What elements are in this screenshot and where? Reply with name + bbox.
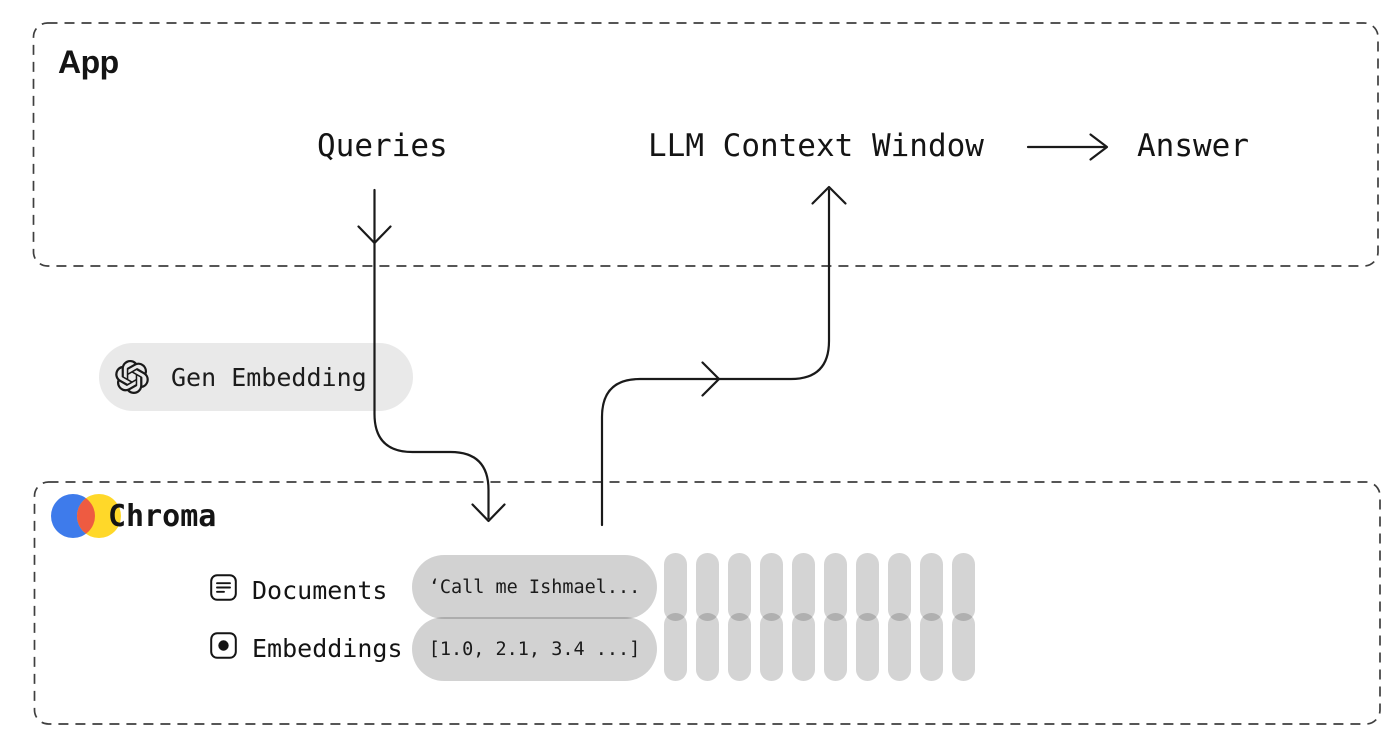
vector-pill xyxy=(696,613,719,681)
queries-arrowhead-mid xyxy=(357,225,392,245)
embeddings-label: Embeddings xyxy=(252,634,403,663)
documents-icon xyxy=(210,574,237,601)
vector-pill-column xyxy=(824,553,847,681)
gen-embedding-label: Gen Embedding xyxy=(171,362,367,392)
documents-value-pill: ‘Call me Ishmael... xyxy=(412,555,657,619)
vector-pill xyxy=(664,553,687,621)
context-arrowhead-end xyxy=(811,185,847,205)
vector-pill xyxy=(856,613,879,681)
vector-pill xyxy=(760,613,783,681)
vector-pill xyxy=(888,553,911,621)
openai-logo-icon xyxy=(115,360,149,394)
llm-context-window-label: LLM Context Window xyxy=(648,128,984,164)
vector-pill xyxy=(824,553,847,621)
vector-pill xyxy=(888,613,911,681)
vector-pill xyxy=(792,613,815,681)
vector-pill xyxy=(824,613,847,681)
vector-pill-column xyxy=(696,553,719,681)
vector-pill xyxy=(728,553,751,621)
chroma-box-title: Chroma xyxy=(108,499,217,534)
vector-pill xyxy=(952,553,975,621)
vector-pill xyxy=(728,613,751,681)
vector-pill xyxy=(856,553,879,621)
answer-label: Answer xyxy=(1137,128,1249,164)
vector-pill-column xyxy=(792,553,815,681)
vector-pill-column xyxy=(856,553,879,681)
answer-arrowhead xyxy=(1089,133,1109,161)
vector-pill xyxy=(920,553,943,621)
context-flow-path xyxy=(600,188,831,527)
documents-value: ‘Call me Ishmael... xyxy=(428,576,641,598)
embeddings-value: [1.0, 2.1, 3.4 ...] xyxy=(428,638,641,660)
vector-pill xyxy=(792,553,815,621)
context-arrowhead-mid xyxy=(701,361,721,397)
queries-label: Queries xyxy=(317,128,448,164)
vector-pill-column xyxy=(920,553,943,681)
vector-pill xyxy=(952,613,975,681)
vector-pill-column xyxy=(888,553,911,681)
vector-pill-column xyxy=(664,553,687,681)
vector-pill xyxy=(664,613,687,681)
vector-pill-column xyxy=(952,553,975,681)
documents-label: Documents xyxy=(252,576,388,605)
queries-arrowhead-end xyxy=(471,503,506,523)
vector-pill xyxy=(696,553,719,621)
embeddings-value-pill: [1.0, 2.1, 3.4 ...] xyxy=(412,617,657,681)
vector-pill-column xyxy=(760,553,783,681)
gen-embedding-pill: Gen Embedding xyxy=(99,343,413,411)
vector-pill-column xyxy=(728,553,751,681)
vector-pill xyxy=(920,613,943,681)
app-box-title: App xyxy=(58,44,119,80)
vector-pill-grid xyxy=(664,553,975,681)
embeddings-icon xyxy=(210,632,237,659)
vector-pill xyxy=(760,553,783,621)
